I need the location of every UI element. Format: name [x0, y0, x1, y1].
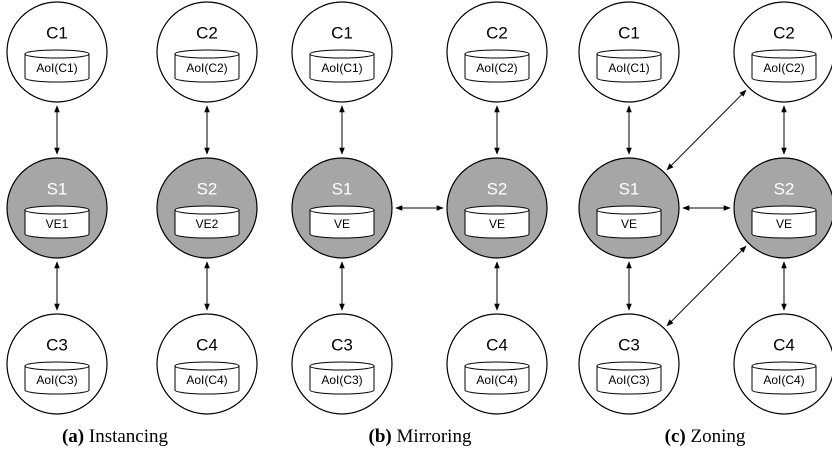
mirroring-caption: (b) Mirroring: [369, 426, 472, 447]
node-label: C1: [618, 23, 640, 42]
database-icon: [596, 49, 662, 83]
node-label: C3: [46, 335, 68, 354]
node-label: C2: [196, 23, 218, 42]
database-icon: [464, 205, 530, 239]
store-label: AoI(C1): [321, 61, 362, 75]
store-label: AoI(C1): [36, 61, 77, 75]
database-icon: [751, 49, 817, 83]
database-icon: [596, 361, 662, 395]
caption-title: Zoning: [690, 426, 745, 447]
node-label: S1: [619, 179, 640, 198]
store-label: AoI(C3): [608, 373, 649, 387]
database-icon: [309, 361, 375, 395]
caption-letter: (c): [665, 426, 686, 447]
database-icon: [174, 49, 240, 83]
node-label: S1: [47, 179, 68, 198]
caption-title: Mirroring: [397, 426, 472, 447]
store-label: AoI(C2): [476, 61, 517, 75]
node-label: C4: [196, 335, 218, 354]
database-icon: [24, 361, 90, 395]
zoning-link-s2-c3: [666, 245, 747, 327]
database-icon: [24, 205, 90, 239]
database-icon: [751, 361, 817, 395]
node-label: C1: [46, 23, 68, 42]
caption-letter: (a): [62, 426, 84, 447]
database-icon: [464, 361, 530, 395]
database-icon: [751, 205, 817, 239]
store-label: VE: [621, 217, 637, 231]
node-label: S2: [197, 179, 218, 198]
node-label: C4: [773, 335, 795, 354]
node-label: S1: [332, 179, 353, 198]
node-label: C3: [618, 335, 640, 354]
database-icon: [309, 205, 375, 239]
node-label: C3: [331, 335, 353, 354]
zoning-link-s1-c2: [666, 89, 747, 171]
zoning-caption: (c) Zoning: [665, 426, 746, 447]
store-label: VE: [776, 217, 792, 231]
database-icon: [596, 205, 662, 239]
store-label: VE: [489, 217, 505, 231]
database-icon: [309, 49, 375, 83]
database-icon: [464, 49, 530, 83]
caption-title: Instancing: [89, 426, 169, 447]
node-label: S2: [774, 179, 795, 198]
store-label: AoI(C4): [763, 373, 804, 387]
store-label: AoI(C4): [186, 373, 227, 387]
instancing-caption: (a) Instancing: [62, 426, 169, 447]
store-label: AoI(C2): [186, 61, 227, 75]
store-label: VE: [334, 217, 350, 231]
store-label: AoI(C1): [608, 61, 649, 75]
node-label: C2: [486, 23, 508, 42]
node-label: C2: [773, 23, 795, 42]
store-label: AoI(C4): [476, 373, 517, 387]
store-label: AoI(C3): [321, 373, 362, 387]
database-icon: [174, 205, 240, 239]
store-label: AoI(C3): [36, 373, 77, 387]
store-label: VE1: [46, 217, 69, 231]
node-label: C4: [486, 335, 508, 354]
database-icon: [24, 49, 90, 83]
store-label: VE2: [196, 217, 219, 231]
store-label: AoI(C2): [763, 61, 804, 75]
node-label: C1: [331, 23, 353, 42]
node-label: S2: [487, 179, 508, 198]
caption-letter: (b): [369, 426, 392, 447]
database-icon: [174, 361, 240, 395]
